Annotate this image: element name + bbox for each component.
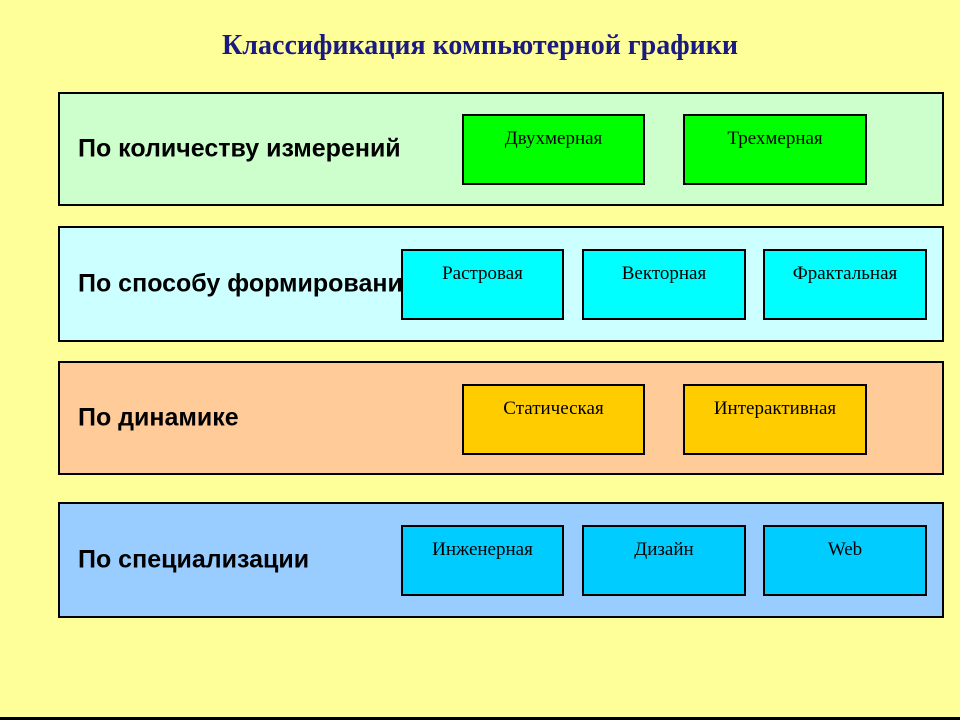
box-interactive: Интерактивная <box>683 384 867 455</box>
row-label-formation: По способу формирования <box>78 269 418 298</box>
box-3d: Трехмерная <box>683 114 867 185</box>
bottom-divider <box>0 717 960 720</box>
row-label-dynamics: По динамике <box>78 403 239 432</box>
row-label-specialization: По специализации <box>78 545 310 574</box>
box-web: Web <box>763 525 927 596</box>
box-design: Дизайн <box>582 525 746 596</box>
box-raster: Растровая <box>401 249 564 320</box>
slide-title: Классификация компьютерной графики <box>222 30 738 61</box>
box-engineering: Инженерная <box>401 525 564 596</box>
box-fractal: Фрактальная <box>763 249 927 320</box>
row-specialization: По специализации Инженерная Дизайн Web <box>58 502 944 618</box>
box-vector: Векторная <box>582 249 746 320</box>
row-label-dimensions: По количеству измерений <box>78 134 401 163</box>
box-static: Статическая <box>462 384 645 455</box>
row-dynamics: По динамике Статическая Интерактивная <box>58 361 944 475</box>
row-formation: По способу формирования Растровая Вектор… <box>58 226 944 342</box>
row-dimensions: По количеству измерений Двухмерная Трехм… <box>58 92 944 206</box>
box-2d: Двухмерная <box>462 114 645 185</box>
